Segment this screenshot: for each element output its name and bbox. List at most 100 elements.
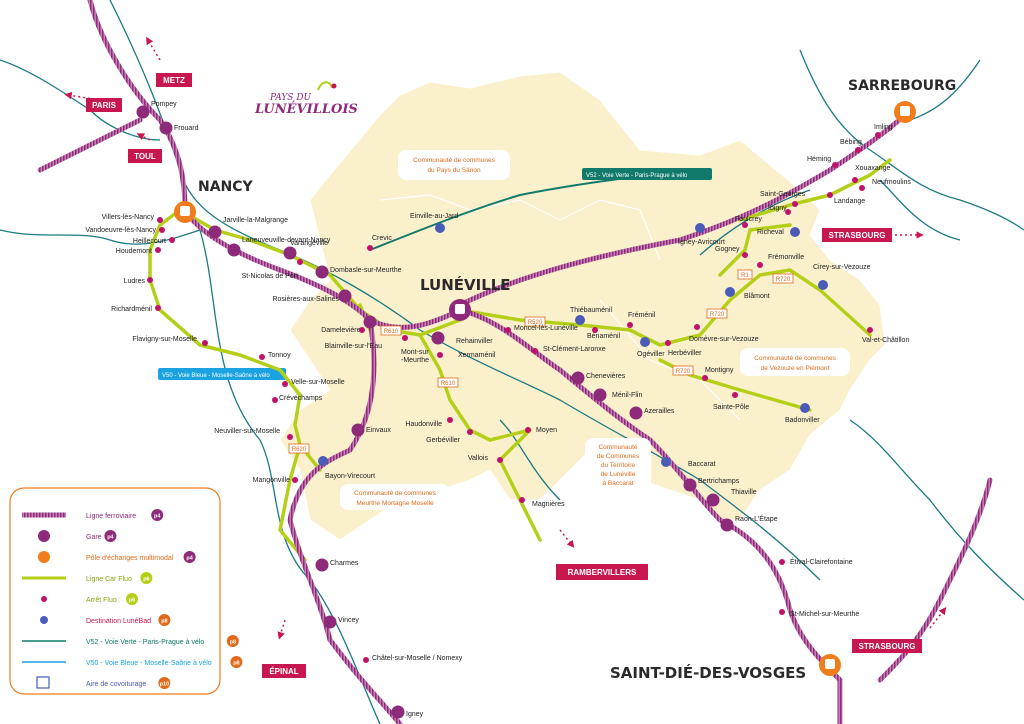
station-marker bbox=[272, 397, 278, 403]
city-saint-die: SAINT-DIÉ-DES-VOSGES bbox=[610, 663, 806, 682]
station-label: Heillecourt bbox=[133, 238, 166, 245]
station-marker bbox=[779, 559, 785, 565]
svg-text:R720: R720 bbox=[710, 312, 725, 318]
legend-page-number: p4 bbox=[154, 514, 161, 520]
svg-text:METZ: METZ bbox=[163, 76, 185, 85]
station-marker bbox=[640, 337, 650, 347]
station-label: Badonviller bbox=[785, 417, 820, 424]
station-71: Héming bbox=[807, 156, 838, 168]
road-label: R1 bbox=[737, 269, 753, 280]
hub-saint-die bbox=[819, 654, 841, 676]
station-marker bbox=[202, 340, 208, 346]
station-62: Gogney bbox=[715, 246, 748, 258]
station-40: Chenevières bbox=[571, 371, 626, 385]
svg-text:R610: R610 bbox=[384, 329, 399, 335]
station-7: Laneuveuville-devant-Nancy bbox=[227, 237, 331, 257]
svg-text:R520: R520 bbox=[528, 320, 543, 326]
svg-text:PARIS: PARIS bbox=[92, 101, 117, 110]
legend-page-number: p6 bbox=[143, 577, 149, 583]
svg-text:de Vezouze en Piémont: de Vezouze en Piémont bbox=[761, 365, 830, 372]
legend-symbol bbox=[40, 616, 48, 624]
station-53: Herbéviller bbox=[665, 340, 702, 357]
station-label: Sainte-Pôle bbox=[713, 404, 749, 411]
station-49: Thiébauménil bbox=[570, 307, 612, 325]
legend-page-badge bbox=[158, 677, 171, 689]
station-label: Ménil-Flin bbox=[612, 392, 642, 399]
station-41: Ménil-Flin bbox=[593, 388, 642, 402]
station-1: Frouard bbox=[159, 121, 199, 135]
legend-label: Pôle d'échanges multimodal bbox=[86, 555, 174, 562]
station-marker bbox=[593, 388, 607, 402]
legend-page-badge bbox=[230, 656, 243, 668]
legend-page-badge bbox=[183, 551, 196, 563]
svg-text:PAYS DU: PAYS DU bbox=[269, 93, 312, 103]
hub-sarrebourg bbox=[894, 101, 916, 123]
station-label: Bayon-Virecourt bbox=[325, 473, 375, 480]
station-65: Ibigny bbox=[768, 205, 791, 215]
station-27: Blainville-sur-l'Eau bbox=[325, 327, 382, 350]
station-47: Étival-Clairefontaine bbox=[779, 557, 853, 566]
community-luneville-baccarat: Communauté de Communes du Territoire de … bbox=[585, 438, 651, 494]
station-label: Neufmoulins bbox=[872, 179, 911, 186]
station-66: Richeval bbox=[757, 227, 800, 237]
train-icon bbox=[900, 106, 910, 116]
road-label: R520 bbox=[524, 316, 546, 327]
station-label: Xouaxange bbox=[855, 165, 891, 172]
station-marker bbox=[402, 335, 408, 341]
station-label: Gogney bbox=[715, 246, 740, 253]
legend-symbol bbox=[38, 530, 50, 542]
station-marker bbox=[661, 457, 671, 467]
legend-label: V52 - Voie Verte - Paris-Prague à vélo bbox=[86, 639, 204, 646]
station-46: Raon-L'Étape bbox=[720, 514, 778, 532]
v50-label-box bbox=[158, 368, 286, 380]
hubs-layer bbox=[174, 101, 916, 676]
station-2: Villers-lès-Nancy bbox=[102, 214, 163, 223]
community-vezouze: Communauté de communes de Vezouze en Pié… bbox=[740, 348, 850, 376]
station-50: Bénaménil bbox=[587, 327, 621, 340]
station-marker bbox=[571, 371, 585, 385]
station-label: Baccarat bbox=[688, 461, 716, 468]
station-30: Xermaménil bbox=[437, 352, 496, 359]
station-label: Crevic bbox=[372, 235, 392, 242]
station-marker bbox=[497, 457, 503, 463]
v50-label: V50 - Voie Bleue - Moselle-Saône à vélo bbox=[162, 373, 270, 379]
train-icon bbox=[455, 304, 465, 314]
hub-nancy bbox=[174, 201, 196, 223]
train-icon bbox=[825, 659, 835, 669]
station-marker bbox=[855, 147, 861, 153]
station-63: Igney-Avricourt bbox=[678, 223, 725, 246]
station-31: Haudonville bbox=[405, 417, 453, 428]
station-3: Vandoeuvre-lès-Nancy bbox=[85, 227, 165, 234]
station-label: Domèvre-sur-Vezouze bbox=[689, 336, 759, 343]
station-label: Rosières-aux-Salines bbox=[272, 296, 339, 303]
station-marker bbox=[742, 222, 748, 228]
territory-area bbox=[279, 71, 886, 541]
svg-text:TOUL: TOUL bbox=[134, 152, 156, 161]
station-label: St-Clément-Laronxe bbox=[543, 346, 606, 353]
legend-page-number: p8 bbox=[161, 619, 167, 625]
station-marker bbox=[363, 657, 369, 663]
station-label: Charmes bbox=[330, 560, 359, 567]
station-8: Varangéville bbox=[283, 240, 328, 260]
station-marker bbox=[665, 340, 671, 346]
pays-du-lunevillois-logo: PAYS DU LUNÉVILLOIS bbox=[254, 81, 358, 117]
fluo-lines bbox=[148, 158, 892, 562]
station-73: Imling bbox=[874, 124, 893, 138]
station-5: Houdemont bbox=[116, 247, 161, 255]
station-6: Jarville-la-Malgrange bbox=[208, 217, 288, 239]
station-33: Moyen bbox=[525, 427, 557, 434]
station-marker bbox=[732, 392, 738, 398]
station-label: Moyen bbox=[536, 427, 557, 434]
station-marker bbox=[790, 227, 800, 237]
legend-page-number: p6 bbox=[129, 598, 135, 604]
direction-metz: METZ bbox=[156, 73, 192, 87]
station-marker bbox=[792, 201, 798, 207]
station-label: Velle-sur-Moselle bbox=[291, 379, 345, 386]
station-marker bbox=[706, 493, 720, 507]
station-marker bbox=[725, 287, 735, 297]
svg-text:Communauté de communes: Communauté de communes bbox=[354, 490, 436, 497]
station-72: Bébing bbox=[840, 139, 862, 153]
station-48: St-Michel-sur-Meurthe bbox=[779, 609, 859, 618]
